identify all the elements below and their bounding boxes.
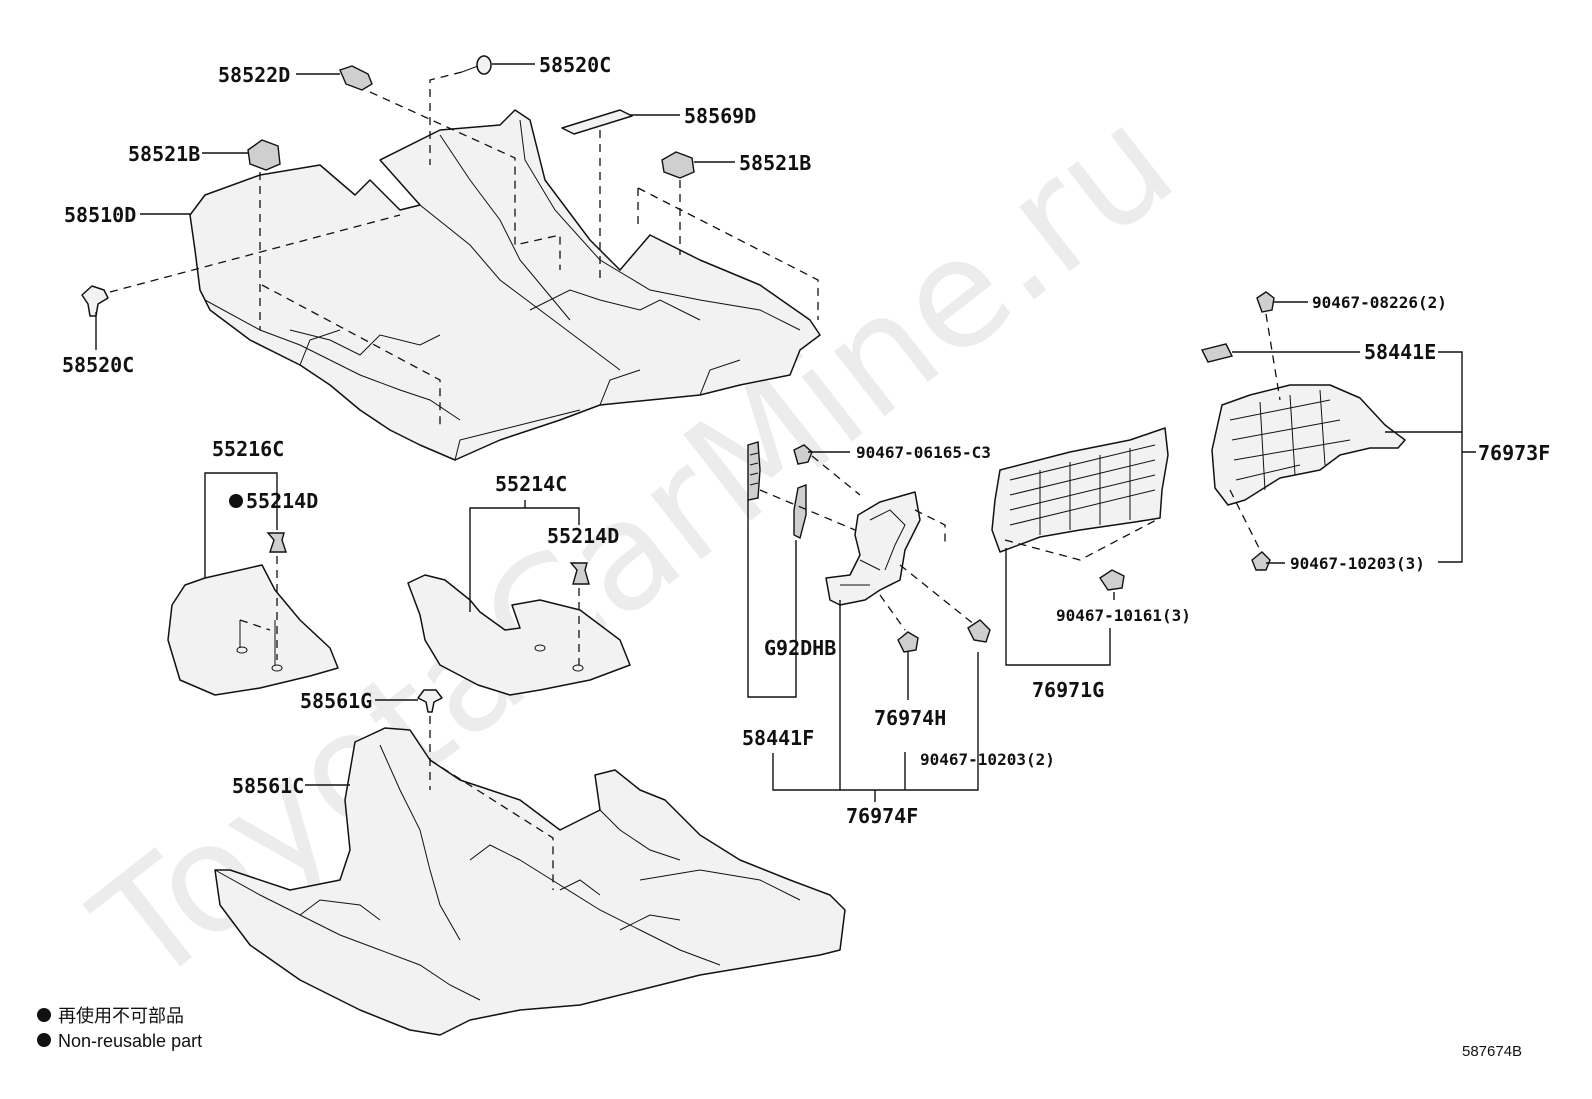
pushpin-58561G: [417, 689, 443, 713]
label-90467-10161: 90467-10161(3): [1056, 606, 1191, 625]
label-55216C: 55216C: [212, 437, 284, 461]
seal-G92DHB: [793, 483, 807, 540]
label-58520C-top: 58520C: [539, 53, 611, 77]
clip-90467-10203-2: [967, 619, 991, 643]
label-58522D: 58522D: [218, 63, 290, 87]
assembly-lines-right: [1004, 313, 1281, 561]
clip-76974H: [897, 631, 919, 653]
label-55214C: 55214C: [495, 472, 567, 496]
label-58561G: 58561G: [300, 689, 372, 713]
label-58441E: 58441E: [1364, 340, 1436, 364]
clip-58522D: [339, 65, 373, 91]
label-90467-10203-2: 90467-10203(2): [920, 750, 1055, 769]
label-90467-08226: 90467-08226(2): [1312, 293, 1447, 312]
clip-55214D-left: [266, 532, 287, 553]
label-76971G: 76971G: [1032, 678, 1104, 702]
label-58561C: 58561C: [232, 774, 304, 798]
label-58521B-left: 58521B: [128, 142, 200, 166]
label-90467-06165-C3: 90467-06165-C3: [856, 443, 991, 462]
diagram-code: 587674B: [1462, 1043, 1522, 1060]
floor-carpet-lower: [214, 727, 846, 1036]
rear-panel-76973F: [1211, 384, 1406, 506]
label-58441F: 58441F: [742, 726, 814, 750]
label-58510D: 58510D: [64, 203, 136, 227]
pushpin-58520C-bottom: [81, 285, 109, 317]
clip-55214D-right: [569, 562, 590, 585]
legend-dot-en: [37, 1033, 51, 1047]
label-55214D-right: 55214D: [547, 524, 619, 548]
assembly-lines-lower: [429, 716, 554, 890]
label-90467-10203-3: 90467-10203(3): [1290, 554, 1425, 573]
floor-carpet-upper: [189, 109, 821, 461]
clip-58521B-right: [661, 151, 695, 179]
bracket-58441E: [1200, 343, 1234, 363]
label-76973F: 76973F: [1478, 441, 1550, 465]
label-58520C-bottom: 58520C: [62, 353, 134, 377]
side-panel-76971G: [991, 427, 1169, 553]
assembly-lines-mats: [239, 556, 580, 665]
trim-panel-58441F: [747, 441, 761, 501]
assembly-lines-upper: [109, 71, 819, 430]
label-76974F: 76974F: [846, 804, 918, 828]
leader-lines: [95, 63, 1476, 802]
scuff-plate-76974F: [825, 491, 921, 606]
assembly-lines-middle: [759, 455, 976, 631]
legend-dot-jp: [37, 1008, 51, 1022]
non-reusable-dot: [229, 494, 243, 508]
clip-90467-06165: [793, 444, 813, 465]
label-58569D: 58569D: [684, 104, 756, 128]
label-58521B-right: 58521B: [739, 151, 811, 175]
floor-mat-55214C: [407, 574, 631, 696]
clip-58521B-left: [247, 139, 281, 171]
legend-en: Non-reusable part: [58, 1031, 202, 1051]
clip-90467-08226: [1256, 291, 1275, 313]
label-76974H: 76974H: [874, 706, 946, 730]
label-55214D-left: 55214D: [246, 489, 318, 513]
bracket-58569D: [561, 109, 633, 135]
clip-90467-10161: [1099, 569, 1125, 591]
label-G92DHB: G92DHB: [764, 636, 836, 660]
legend-jp: 再使用不可部品: [58, 1006, 184, 1026]
floor-mat-55216C: [167, 564, 339, 696]
screw-58520C-top: [461, 55, 492, 75]
clip-90467-10203-3: [1251, 551, 1271, 571]
